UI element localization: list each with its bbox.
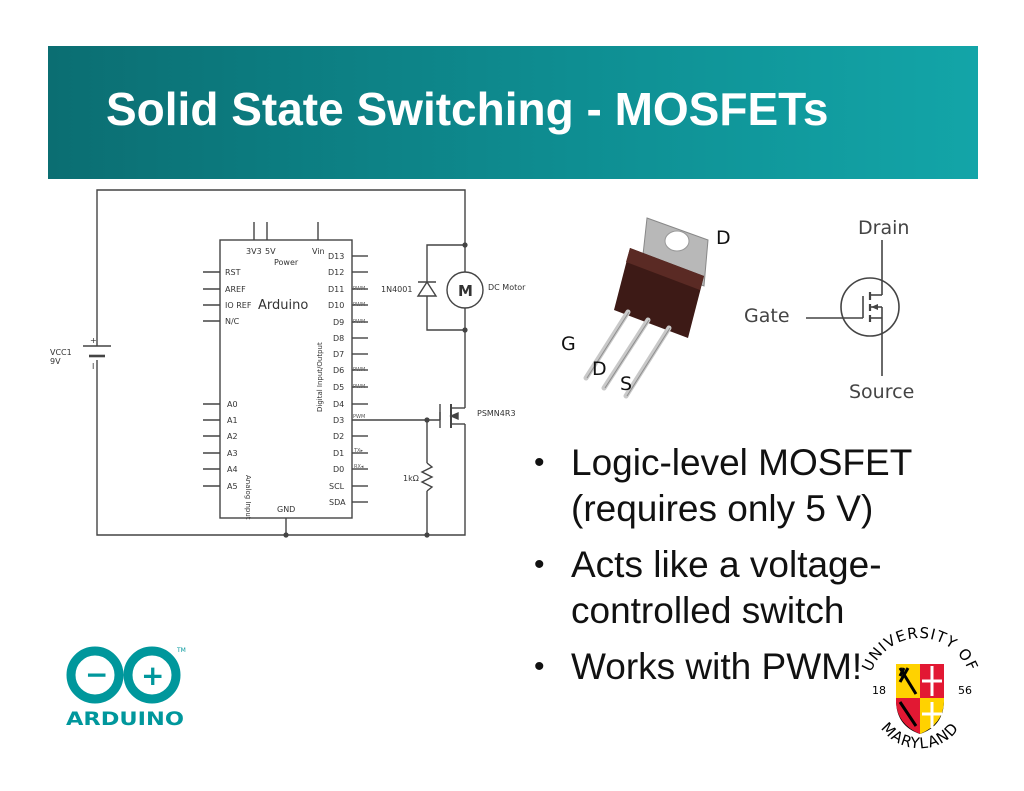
- umd-year-left: 18: [872, 684, 886, 697]
- package-lead-s-label: S: [620, 373, 632, 395]
- arduino-tm: TM: [176, 647, 186, 654]
- source-label: Source: [849, 381, 914, 403]
- power-header: Power: [274, 258, 299, 267]
- package-tab-label: D: [716, 227, 731, 249]
- power-pin-3v3: 3V3: [246, 247, 262, 256]
- supply-voltage: 9V: [50, 357, 61, 366]
- power-pin-5v: 5V: [265, 247, 276, 256]
- analog-pin-a3: A3: [227, 449, 238, 458]
- slide-title: Solid State Switching - MOSFETs: [106, 83, 829, 135]
- right-pin-sda: SDA: [329, 498, 346, 507]
- umd-year-right: 56: [958, 684, 972, 697]
- left-pin-nc: N/C: [225, 317, 240, 326]
- diode-label: 1N4001: [381, 285, 412, 294]
- motor-symbol: M: [458, 282, 473, 300]
- right-pin-scl: SCL: [329, 482, 345, 491]
- package-lead-g-label: G: [561, 333, 576, 355]
- right-pin-d4: D4: [333, 400, 344, 409]
- right-pin-d2: D2: [333, 432, 344, 441]
- pwm-tag-d10: PWM: [353, 302, 365, 308]
- drain-label: Drain: [858, 217, 909, 239]
- mosfet-label: PSMN4R3: [477, 409, 516, 418]
- bullet-item: Works with PWM!: [528, 644, 948, 690]
- arduino-wordmark: ARDUINO: [66, 708, 184, 730]
- resistor-label: 1kΩ: [403, 474, 419, 483]
- right-pin-d8: D8: [333, 334, 344, 343]
- board-name: Arduino: [258, 298, 308, 313]
- arduino-plus-symbol: +: [141, 659, 164, 692]
- left-pin-rst: RST: [225, 268, 241, 277]
- right-pin-d13: D13: [328, 252, 344, 261]
- analog-pin-a1: A1: [227, 416, 238, 425]
- right-pin-d3: D3: [333, 416, 344, 425]
- digital-group-label: Digital Input/Output: [316, 342, 324, 412]
- left-pin-aref: AREF: [225, 285, 246, 294]
- supply-plus: +: [90, 336, 97, 345]
- gnd-label: GND: [277, 505, 295, 514]
- right-pin-d7: D7: [333, 350, 344, 359]
- right-pin-d1: D1: [333, 449, 344, 458]
- left-pin-ioref: IO REF: [225, 301, 252, 310]
- pwm-tag-d9: PWM: [353, 319, 365, 325]
- right-pin-d9: D9: [333, 318, 344, 327]
- right-pin-d0: D0: [333, 465, 344, 474]
- right-pin-d11: D11: [328, 285, 344, 294]
- supply-label: VCC1: [50, 348, 72, 357]
- analog-group-label: Analog Input: [244, 475, 252, 520]
- analog-pin-a2: A2: [227, 432, 238, 441]
- gate-label: Gate: [744, 305, 790, 327]
- right-pin-d12: D12: [328, 268, 344, 277]
- pwm-tag-d3: PWM: [353, 414, 365, 420]
- title-bar: Solid State Switching - MOSFETs: [48, 46, 978, 179]
- analog-pin-a5: A5: [227, 482, 238, 491]
- motor-label: DC Motor: [488, 283, 526, 292]
- bullet-list: Logic-level MOSFET (requires only 5 V) A…: [528, 440, 948, 700]
- bullet-item: Logic-level MOSFET (requires only 5 V): [528, 440, 948, 532]
- pwm-tag-d11: PWM: [353, 286, 365, 292]
- power-pin-vin: Vin: [312, 247, 325, 256]
- right-pin-d10: D10: [328, 301, 344, 310]
- pwm-tag-d5: PWM: [353, 384, 365, 390]
- rx-tag: RX◂: [354, 464, 364, 470]
- right-pin-d6: D6: [333, 366, 344, 375]
- package-lead-d-label: D: [592, 358, 607, 380]
- right-pin-d5: D5: [333, 383, 344, 392]
- supply-minus: I: [92, 362, 94, 371]
- bullet-item: Acts like a voltage-controlled switch: [528, 542, 948, 634]
- tx-tag: TX▸: [353, 448, 363, 454]
- analog-pin-a4: A4: [227, 465, 238, 474]
- analog-pin-a0: A0: [227, 400, 238, 409]
- arduino-minus-symbol: −: [85, 658, 108, 691]
- pwm-tag-d6: PWM: [353, 367, 365, 373]
